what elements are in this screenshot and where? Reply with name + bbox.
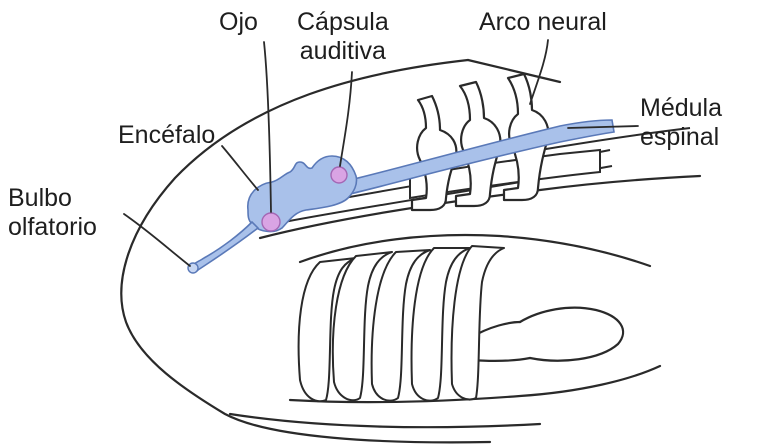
label-medula-espinal: Médula espinal xyxy=(640,94,722,152)
label-bulbo-olfatorio: Bulbo olfatorio xyxy=(8,184,97,242)
label-capsula-auditiva: Cápsula auditiva xyxy=(297,8,389,66)
otic-capsule-spot xyxy=(331,167,347,183)
label-medula-line2: espinal xyxy=(640,123,722,152)
label-bulbo-line1: Bulbo xyxy=(8,184,97,213)
label-encefalo: Encéfalo xyxy=(118,121,215,150)
label-medula-line1: Médula xyxy=(640,94,722,123)
olfactory-tract xyxy=(190,222,258,272)
eye-spot xyxy=(262,213,280,231)
label-arco-neural: Arco neural xyxy=(479,8,607,37)
label-ojo: Ojo xyxy=(219,8,258,37)
label-capsula-line2: auditiva xyxy=(297,37,389,66)
leader-capsula xyxy=(340,72,352,166)
leader-encefalo xyxy=(222,146,258,190)
leader-arco xyxy=(530,40,548,104)
gill-bars xyxy=(299,246,504,401)
nervous-system xyxy=(188,120,614,273)
label-capsula-line1: Cápsula xyxy=(297,8,389,37)
label-bulbo-line2: olfatorio xyxy=(8,213,97,242)
